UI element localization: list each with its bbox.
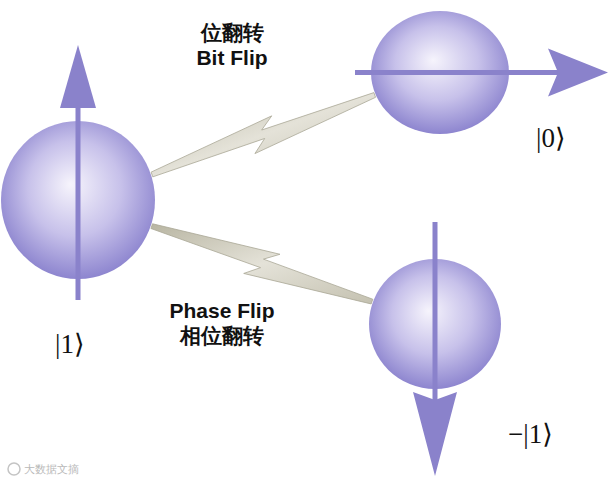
qubit-sphere: |1⟩ xyxy=(0,120,156,280)
qubit-sphere: |0⟩ xyxy=(370,10,510,135)
ket-label: −|1⟩ xyxy=(508,418,553,450)
flip-label: 位翻转 Bit Flip xyxy=(188,20,276,70)
watermark: 大数据文摘 xyxy=(24,462,79,477)
lightning-connector xyxy=(151,93,375,177)
spin-arrow xyxy=(60,45,96,300)
flip-label: Phase Flip 相位翻转 xyxy=(163,298,281,348)
spin-arrow xyxy=(413,222,457,476)
ket-label: |1⟩ xyxy=(55,328,84,360)
qubit-sphere: −|1⟩ xyxy=(368,258,502,390)
watermark-icon xyxy=(8,463,20,475)
sphere-figure xyxy=(0,120,156,280)
lightning-connector xyxy=(151,224,373,304)
ket-label: |0⟩ xyxy=(536,122,565,154)
sphere-figure xyxy=(368,258,502,390)
spin-arrow xyxy=(355,49,608,97)
sphere-figure xyxy=(370,10,510,135)
